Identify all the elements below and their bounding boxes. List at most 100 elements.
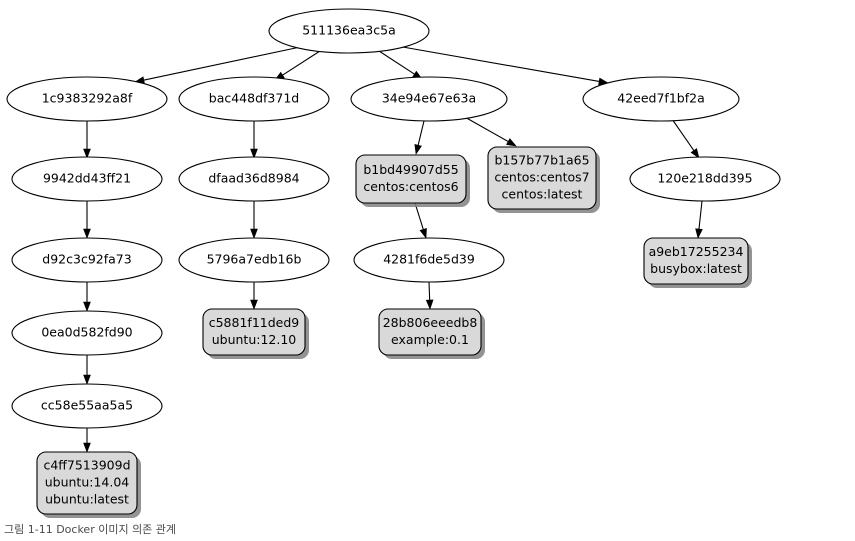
node-ellipse-shape — [353, 237, 505, 283]
edge-arrowhead — [83, 228, 91, 239]
node-id-label: 5796a7edb16b — [207, 252, 302, 267]
node-ellipse-shape — [178, 156, 330, 202]
graph-node-n_d92c[interactable]: d92c3c92fa73 — [11, 237, 163, 283]
node-id-label: 120e218dd395 — [657, 171, 752, 186]
graph-node-n_1c93[interactable]: 1c9383292a8f — [6, 76, 168, 122]
graph-edge — [695, 200, 703, 239]
graph-edge — [83, 201, 91, 239]
edge-arrowhead — [695, 228, 703, 239]
node-id-label: dfaad36d8984 — [208, 171, 299, 186]
node-box-shape — [36, 451, 138, 515]
node-id-label: 511136ea3c5a — [302, 23, 396, 38]
graph-edge — [462, 115, 517, 147]
graph-node-n_34e9[interactable]: 34e94e67e63a — [350, 76, 508, 122]
graph-node-n_42ee[interactable]: 42eed7f1bf2a — [582, 76, 740, 122]
node-tag-label: ubuntu:14.04 — [45, 475, 130, 490]
graph-node-n_c588[interactable]: c5881f11ded9 ubuntu:12.10 — [202, 308, 309, 359]
edge-arrowhead — [250, 148, 258, 159]
graph-node-n_c4ff[interactable]: c4ff7513909d ubuntu:14.04 ubuntu:latest — [36, 451, 141, 518]
node-ellipse-shape — [11, 310, 163, 356]
figure-caption: 그림 1-11 Docker 이미지 의존 관계 — [4, 523, 177, 536]
graph-edge — [83, 282, 91, 312]
node-tag-label: centos:latest — [502, 187, 583, 202]
node-id-label: 42eed7f1bf2a — [617, 91, 704, 106]
graph-edge — [414, 120, 425, 155]
edge-line — [428, 281, 431, 302]
node-tag-label: busybox:latest — [650, 261, 742, 276]
edge-arrowhead — [425, 299, 434, 310]
graph-node-n_4281[interactable]: 4281f6de5d39 — [353, 237, 505, 283]
node-id-label: b157b77b1a65 — [494, 153, 589, 168]
node-id-label: c5881f11ded9 — [209, 315, 300, 330]
edge-line — [396, 45, 601, 83]
nodes-layer: 511136ea3c5a 1c9383292a8f bac448df371d 34e9… — [6, 8, 781, 518]
node-id-label: bac448df371d — [209, 91, 299, 106]
node-ellipse-shape — [350, 76, 508, 122]
edge-line — [281, 50, 321, 77]
graph-node-n_120e[interactable]: 120e218dd395 — [629, 156, 781, 202]
node-id-label: 9942dd43ff21 — [43, 171, 131, 186]
graph-edge — [414, 202, 427, 239]
graph-node-n_9942[interactable]: 9942dd43ff21 — [11, 156, 163, 202]
graph-node-n_bac4[interactable]: bac448df371d — [178, 76, 330, 122]
node-box-shape — [202, 308, 306, 356]
node-ellipse-shape — [178, 76, 330, 122]
graph-node-n_dfaa[interactable]: dfaad36d8984 — [178, 156, 330, 202]
edge-line — [417, 120, 425, 147]
edge-line — [378, 50, 417, 76]
node-id-label: 28b806eeedb8 — [383, 315, 478, 330]
node-id-label: c4ff7513909d — [43, 458, 130, 473]
node-ellipse-shape — [11, 156, 163, 202]
edge-arrowhead — [83, 442, 91, 453]
edge-arrowhead — [250, 299, 258, 310]
graph-edge — [671, 118, 700, 159]
edge-arrowhead — [83, 301, 91, 312]
node-box-shape — [355, 154, 467, 204]
edge-line — [462, 115, 510, 143]
node-id-label: 4281f6de5d39 — [383, 252, 475, 267]
graph-node-n_0ea0[interactable]: 0ea0d582fd90 — [11, 310, 163, 356]
edge-line — [671, 118, 696, 153]
graph-node-n_b157[interactable]: b157b77b1a65 centos:centos7 centos:latest — [487, 146, 600, 213]
graph-edge — [250, 121, 258, 159]
node-tag-label: centos:centos7 — [494, 170, 589, 185]
node-tag-label: centos:centos6 — [363, 179, 458, 194]
edge-arrowhead — [414, 144, 422, 155]
node-box-shape — [643, 237, 749, 285]
graph-node-n_5796[interactable]: 5796a7edb16b — [178, 237, 330, 283]
node-id-label: cc58e55aa5a5 — [41, 398, 133, 413]
node-tag-label: ubuntu:12.10 — [212, 332, 297, 347]
edge-line — [142, 45, 306, 81]
graph-edge — [83, 121, 91, 159]
edge-arrowhead — [83, 148, 91, 159]
graph-edge — [250, 201, 258, 239]
node-tag-label: ubuntu:latest — [45, 492, 129, 507]
graph-edge — [250, 282, 258, 310]
node-id-label: b1bd49907d55 — [363, 162, 458, 177]
edge-arrowhead — [83, 374, 91, 385]
edge-arrowhead — [250, 228, 258, 239]
edge-arrowhead — [419, 227, 427, 239]
node-ellipse-shape — [6, 76, 168, 122]
node-id-label: 0ea0d582fd90 — [41, 325, 132, 340]
node-id-label: 34e94e67e63a — [382, 91, 476, 106]
edge-arrowhead — [506, 138, 517, 147]
graph-edge — [83, 428, 91, 453]
graph-node-root[interactable]: 511136ea3c5a — [268, 8, 430, 54]
node-ellipse-shape — [178, 237, 330, 283]
node-ellipse-shape — [11, 383, 163, 429]
graph-node-n_b1bd[interactable]: b1bd49907d55 centos:centos6 — [355, 154, 470, 207]
node-ellipse-shape — [629, 156, 781, 202]
node-ellipse-shape — [11, 237, 163, 283]
node-ellipse-shape — [582, 76, 740, 122]
edge-line — [698, 200, 703, 231]
edge-line — [414, 202, 425, 232]
graph-node-n_cc58[interactable]: cc58e55aa5a5 — [11, 383, 163, 429]
node-box-shape — [378, 308, 482, 356]
graph-edge — [425, 281, 434, 310]
node-box-shape — [487, 146, 597, 210]
